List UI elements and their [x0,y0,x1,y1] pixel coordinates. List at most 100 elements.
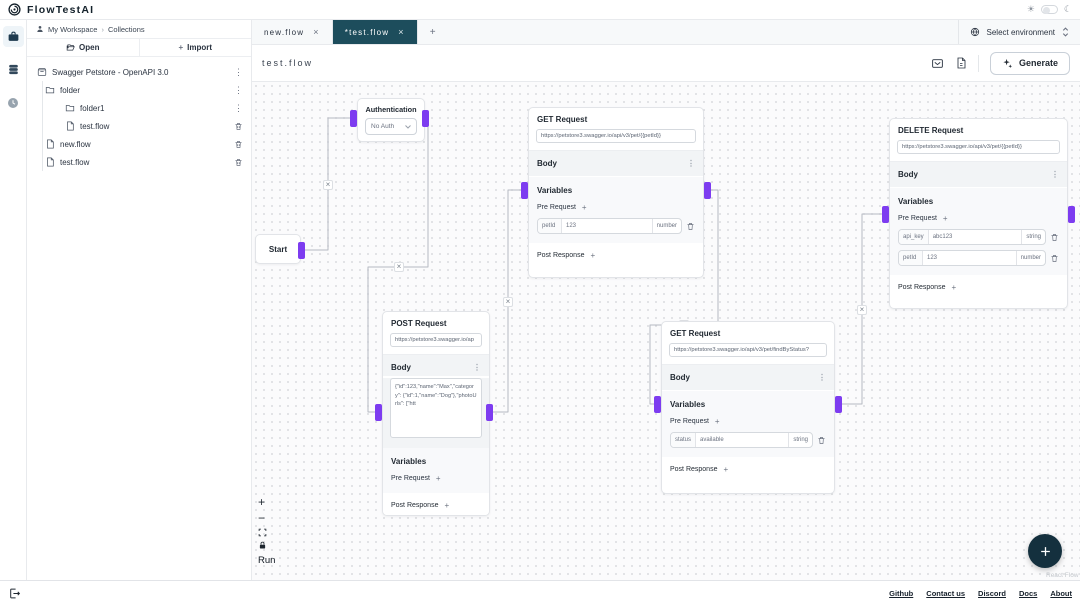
handle-auth-in[interactable] [350,110,357,127]
kebab-menu-icon[interactable]: ⋮ [818,374,826,382]
variable-name[interactable]: status [671,433,696,447]
edge-delete-icon[interactable]: × [503,297,513,307]
environment-select[interactable]: Select environment [958,20,1080,44]
tree-item-testflow-nested[interactable]: test.flow [27,117,251,135]
add-variable-icon[interactable]: + [582,203,587,212]
trash-icon[interactable] [817,436,826,445]
handle-post-out[interactable] [486,404,493,421]
open-collection-button[interactable]: Open [27,39,140,56]
document-icon[interactable] [955,57,967,69]
footer-link-contact[interactable]: Contact us [926,589,965,598]
variable-value[interactable]: available [696,433,788,447]
flow-canvas[interactable]: × × × × × Start Authentication No Auth [252,82,1080,580]
handle-delete-in[interactable] [882,206,889,223]
fit-view-button[interactable] [258,528,272,537]
trash-icon[interactable] [1050,254,1059,263]
variable-type[interactable]: string [1021,230,1045,244]
post-response-row[interactable]: Post Response + [529,243,703,268]
body-section[interactable]: Body ⋮ [662,364,834,391]
trash-icon[interactable] [686,222,695,231]
node-post-request[interactable]: POST Request https://petstore3.swagger.i… [382,311,490,516]
edge-delete-icon[interactable]: × [857,305,867,315]
rail-history-icon[interactable] [3,92,24,113]
kebab-menu-icon[interactable]: ⋮ [473,364,481,372]
handle-start-out[interactable] [298,242,305,259]
tab-newflow[interactable]: new.flow × [252,20,333,44]
variable-value[interactable]: 123 [562,219,652,233]
tree-item-collection[interactable]: Swagger Petstore - OpenAPI 3.0 ⋮ [27,63,251,81]
add-tab-button[interactable]: + [418,20,448,44]
trash-icon[interactable] [234,158,243,167]
footer-link-discord[interactable]: Discord [978,589,1006,598]
variable-value[interactable]: 123 [923,251,1016,265]
body-section[interactable]: Body ⋮ [890,161,1067,188]
url-field[interactable]: https://petstore3.swagger.io/ap [390,333,482,347]
run-button[interactable]: Run [258,555,275,566]
rail-environments-icon[interactable] [3,59,24,80]
trash-icon[interactable] [234,140,243,149]
trash-icon[interactable] [234,122,243,131]
trash-icon[interactable] [1050,233,1059,242]
tab-testflow-active[interactable]: *test.flow × [333,20,418,44]
tree-item-folder1[interactable]: folder1 ⋮ [27,99,251,117]
variable-group[interactable]: petId 123 number [537,218,682,234]
export-mail-icon[interactable] [931,57,944,70]
handle-get1-in[interactable] [521,182,528,199]
pre-request-row[interactable]: Pre Request + [670,416,826,432]
url-field[interactable]: https://petstore3.swagger.io/api/v3/pet/… [536,129,696,143]
add-variable-icon[interactable]: + [444,501,449,510]
body-section[interactable]: Body ⋮ [529,150,703,177]
breadcrumb-workspace[interactable]: My Workspace [48,25,97,34]
import-collection-button[interactable]: + Import [140,39,252,56]
variable-name[interactable]: api_key [899,230,929,244]
variable-type[interactable]: string [788,433,812,447]
logout-icon[interactable] [8,587,21,600]
rail-collections-icon[interactable] [3,26,24,47]
tree-item-testflow[interactable]: test.flow [27,153,251,171]
pre-request-row[interactable]: Pre Request + [537,202,695,218]
post-response-row[interactable]: Post Response + [662,457,834,482]
add-node-fab[interactable] [1028,534,1062,568]
kebab-menu-icon[interactable]: ⋮ [234,68,243,77]
close-icon[interactable]: × [313,27,319,37]
add-variable-icon[interactable]: + [943,214,948,223]
post-response-row[interactable]: Post Response + [890,275,1067,300]
add-variable-icon[interactable]: + [951,283,956,292]
variable-group[interactable]: api_key abc123 string [898,229,1046,245]
url-field[interactable]: https://petstore3.swagger.io/api/v3/pet/… [897,140,1060,154]
handle-get2-out[interactable] [835,396,842,413]
variable-value[interactable]: abc123 [929,230,1022,244]
pre-request-row[interactable]: Pre Request + [391,473,481,489]
generate-button[interactable]: Generate [990,52,1070,75]
body-section[interactable]: Body ⋮ [383,354,489,376]
theme-toggle[interactable] [1041,5,1058,14]
handle-get2-in[interactable] [654,396,661,413]
handle-get1-out[interactable] [704,182,711,199]
variable-name[interactable]: petId [538,219,562,233]
variable-group[interactable]: petId 123 number [898,250,1046,266]
handle-delete-out[interactable] [1068,206,1075,223]
edge-delete-icon[interactable]: × [323,180,333,190]
add-variable-icon[interactable]: + [590,251,595,260]
zoom-in-button[interactable]: + [258,496,272,508]
kebab-menu-icon[interactable]: ⋮ [234,104,243,113]
lock-button[interactable] [258,541,272,550]
variable-name[interactable]: petId [899,251,923,265]
kebab-menu-icon[interactable]: ⋮ [234,86,243,95]
body-json-textarea[interactable]: {"id":123,"name":"Max","category": {"id"… [390,378,482,438]
tree-item-newflow[interactable]: new.flow [27,135,251,153]
node-get-request-1[interactable]: GET Request https://petstore3.swagger.io… [528,107,704,278]
handle-post-in[interactable] [375,404,382,421]
node-authentication[interactable]: Authentication No Auth [357,98,425,142]
url-field[interactable]: https://petstore3.swagger.io/api/v3/pet/… [669,343,827,357]
kebab-menu-icon[interactable]: ⋮ [687,160,695,168]
node-delete-request[interactable]: DELETE Request https://petstore3.swagger… [889,118,1068,309]
pre-request-row[interactable]: Pre Request + [898,213,1059,229]
add-variable-icon[interactable]: + [715,417,720,426]
handle-auth-out[interactable] [422,110,429,127]
add-variable-icon[interactable]: + [723,465,728,474]
node-get-request-2[interactable]: GET Request https://petstore3.swagger.io… [661,321,835,494]
variable-type[interactable]: number [1016,251,1045,265]
footer-link-docs[interactable]: Docs [1019,589,1037,598]
auth-type-select[interactable]: No Auth [365,118,417,135]
